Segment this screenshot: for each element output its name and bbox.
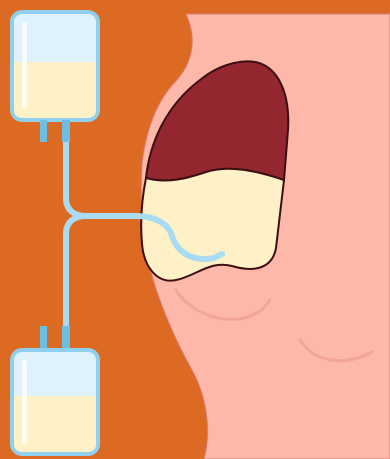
bottom-bag-highlight: [22, 360, 27, 444]
top-bag-highlight: [22, 22, 27, 108]
top-bag-port-left: [40, 120, 47, 142]
top-bag-port-right: [62, 120, 70, 142]
